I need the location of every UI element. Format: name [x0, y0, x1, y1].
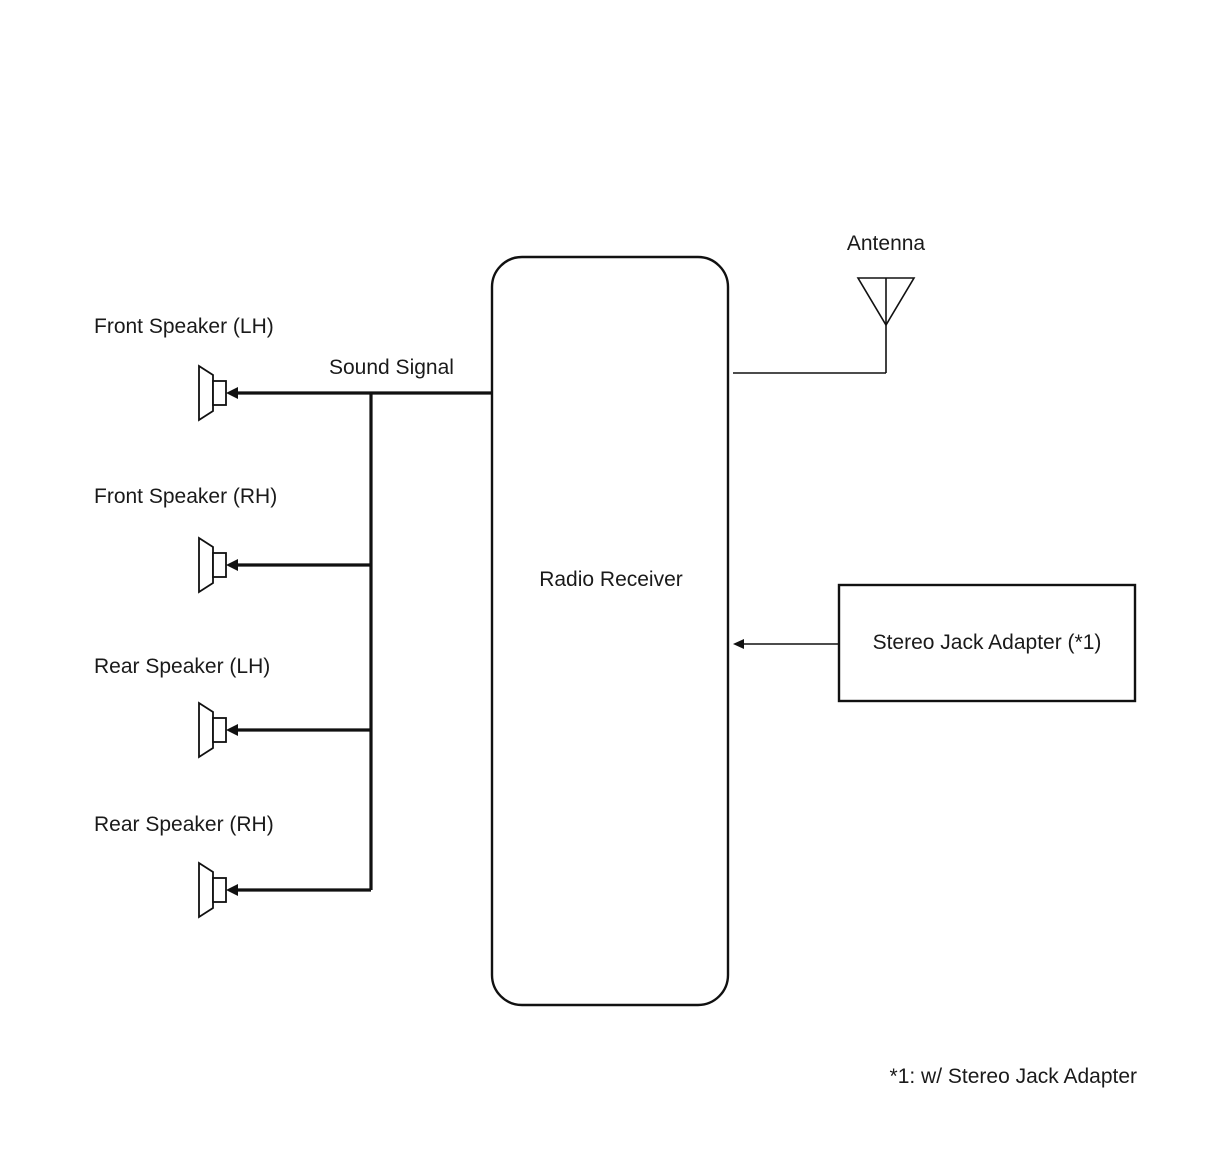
- rear-speaker-lh-label: Rear Speaker (LH): [94, 655, 270, 678]
- sound-signal-label: Sound Signal: [329, 356, 454, 379]
- stereo-jack-adapter-label: Stereo Jack Adapter (*1): [873, 631, 1102, 654]
- antenna-icon: [856, 277, 916, 373]
- radio-receiver-label: Radio Receiver: [539, 568, 683, 591]
- rear-speaker-lh-icon: [198, 701, 227, 759]
- sound-signal-bus: [226, 387, 492, 896]
- front-speaker-rh-icon: [198, 536, 227, 594]
- rear-speaker-rh-label: Rear Speaker (RH): [94, 813, 274, 836]
- radio-receiver-box: [490, 255, 730, 1007]
- rear-speaker-rh-icon: [198, 861, 227, 919]
- stereo-jack-adapter-wire: [733, 639, 839, 649]
- front-speaker-rh-label: Front Speaker (RH): [94, 485, 277, 508]
- front-speaker-lh-label: Front Speaker (LH): [94, 315, 274, 338]
- stereo-jack-adapter-box: [837, 583, 1137, 703]
- front-speaker-lh-icon: [198, 364, 227, 422]
- antenna-label: Antenna: [847, 232, 926, 255]
- footnote: *1: w/ Stereo Jack Adapter: [890, 1065, 1137, 1088]
